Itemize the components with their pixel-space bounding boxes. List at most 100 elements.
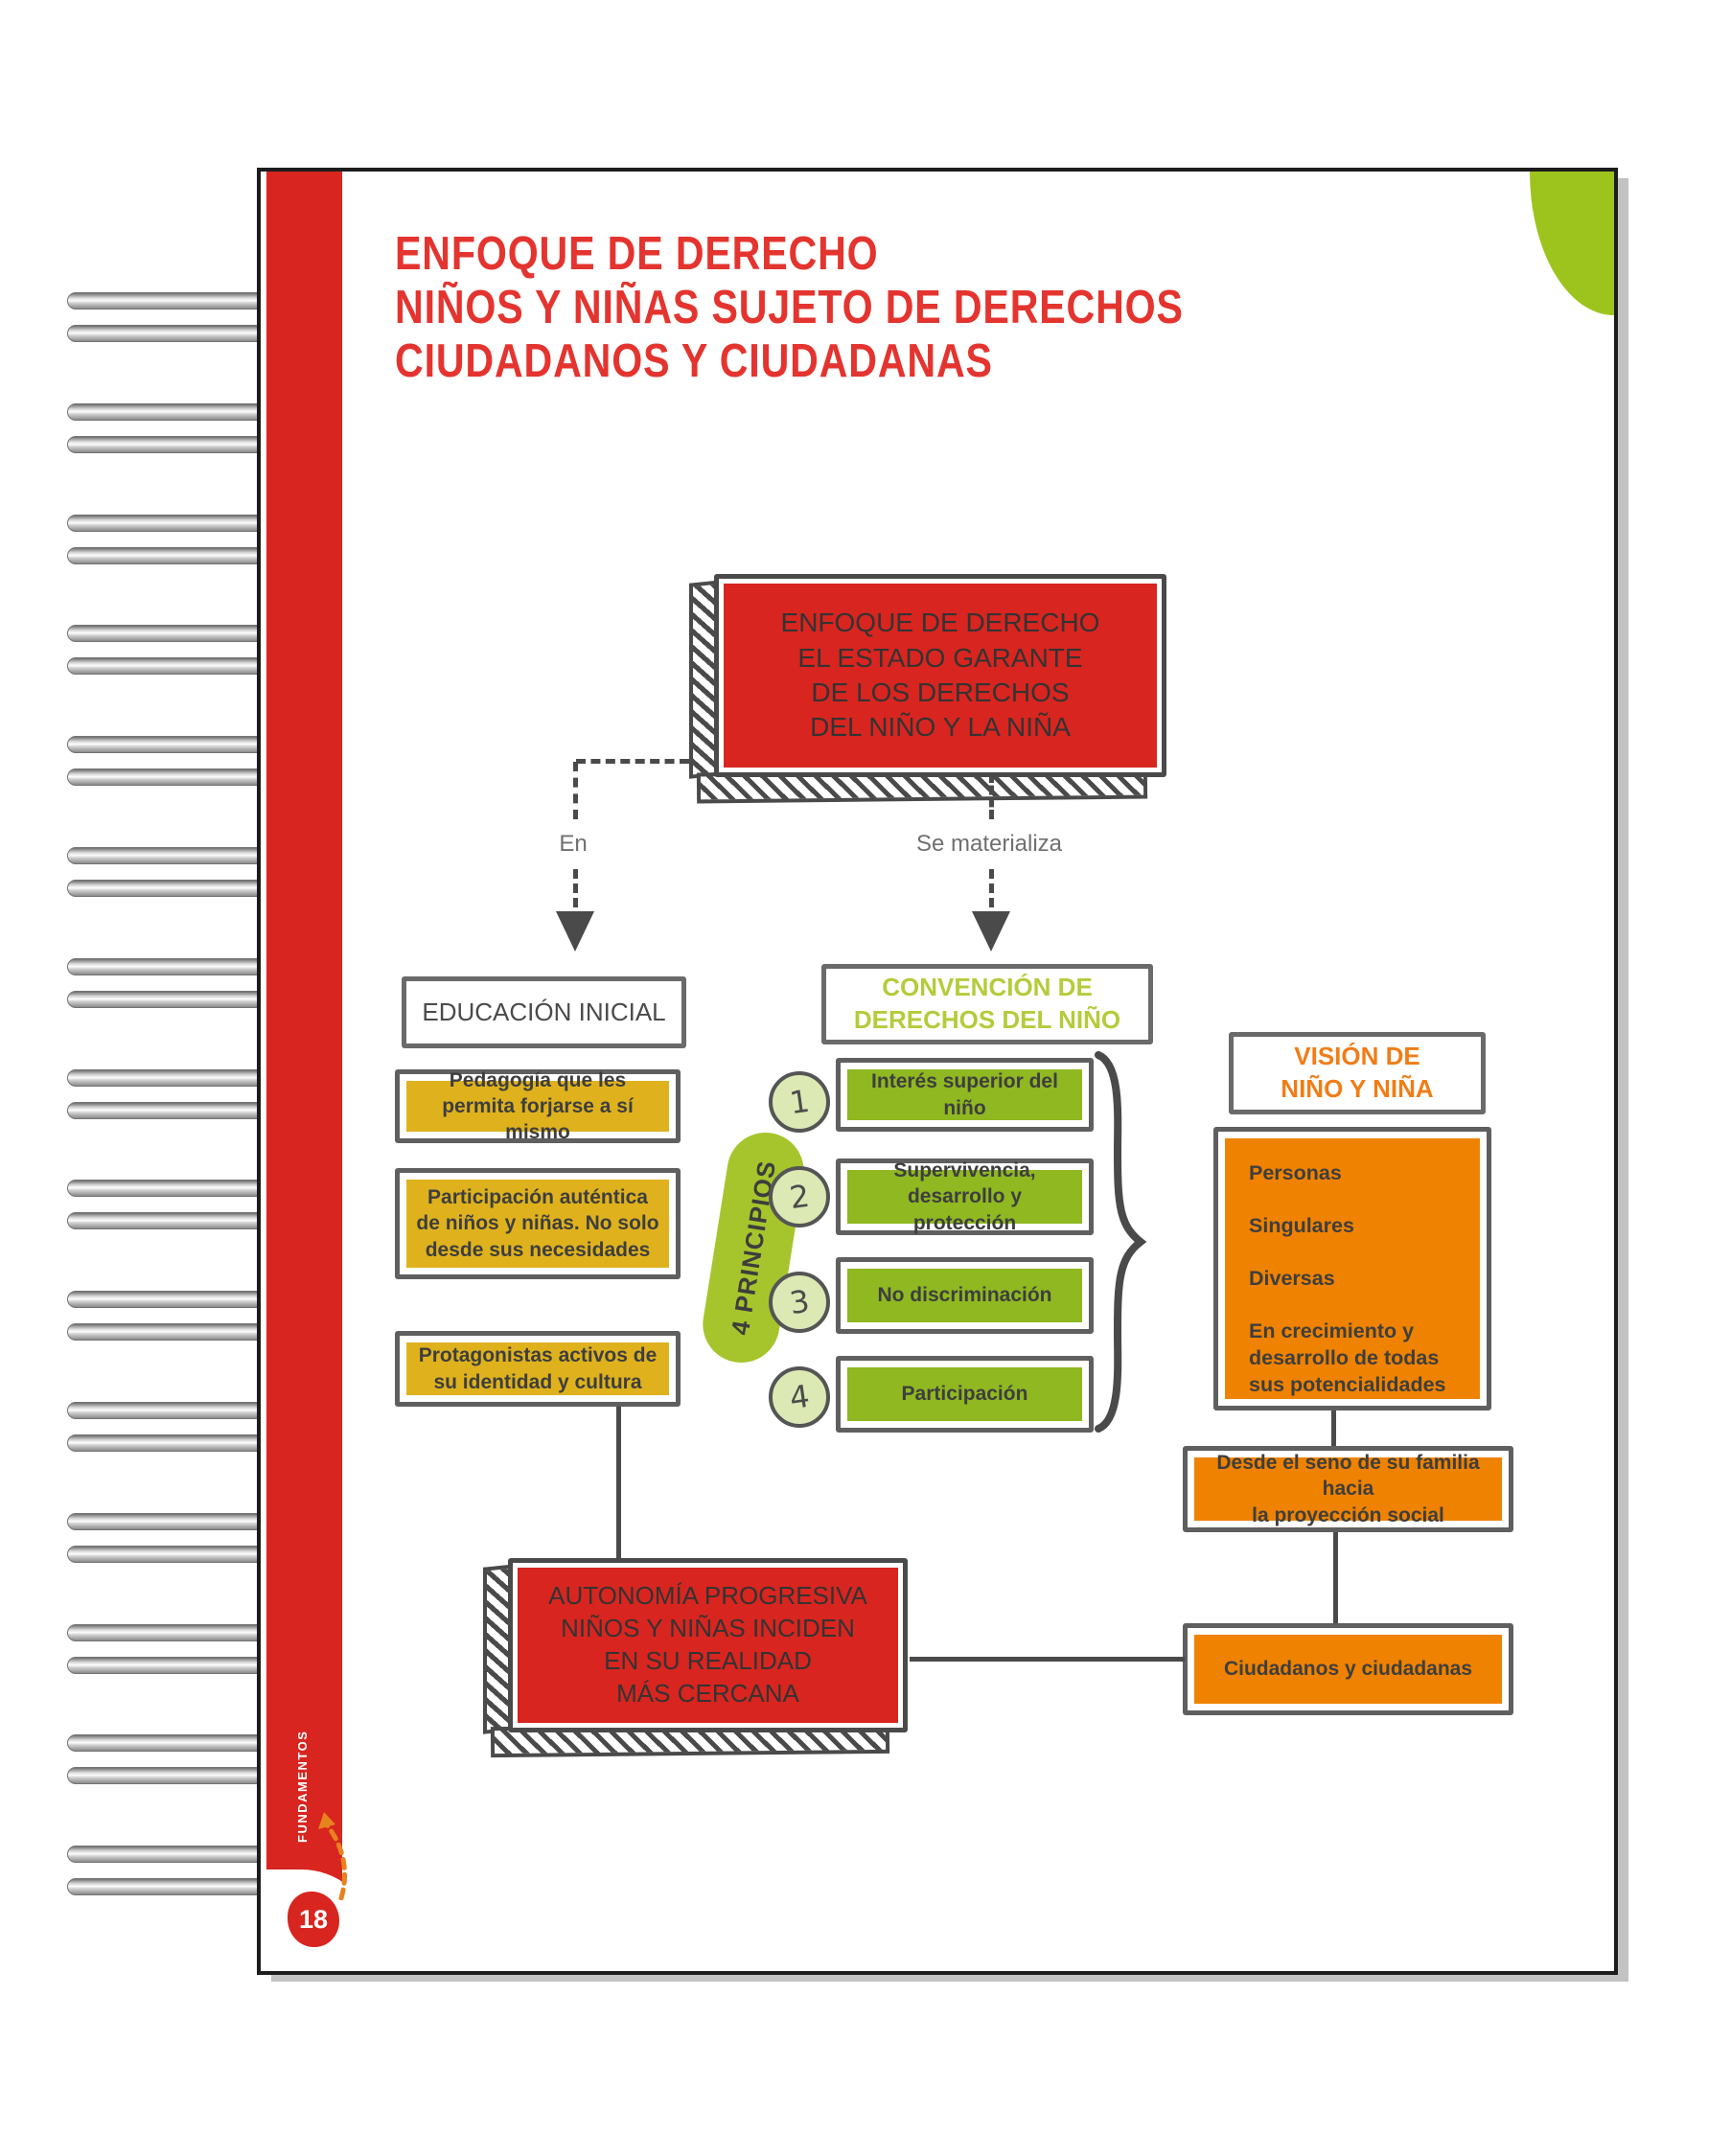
- spiral-ring: [67, 1069, 261, 1087]
- yellow-box-text: Pedagogía que les permita forjarse a sí …: [442, 1068, 634, 1144]
- familia-line: Desde el seno de su familia hacia: [1216, 1452, 1480, 1501]
- page-title-line1: ENFOQUE DE DERECHO: [395, 228, 879, 280]
- edge-label-en: En: [559, 831, 588, 857]
- convencion-title-line: CONVENCIÓN DE: [882, 973, 1093, 1002]
- spiral-ring: [67, 880, 261, 897]
- curly-brace: [1095, 1051, 1146, 1433]
- vision-title-line: VISIÓN DE: [1294, 1042, 1420, 1071]
- yellow-box-protagonistas: Protagonistas activos de su identidad y …: [395, 1331, 681, 1407]
- connector-dashed-left-lower: [573, 869, 578, 907]
- root-box-enfoque-derecho: ENFOQUE DE DERECHO EL ESTADO GARANTE DE …: [689, 574, 1168, 809]
- yellow-box-text: Participación auténtica de niños y niñas…: [416, 1186, 659, 1261]
- spiral-ring: [67, 958, 261, 975]
- principle-label: Supervivencia, desarrollo y protección: [893, 1159, 1036, 1234]
- curved-arrow-icon: [318, 1812, 348, 1900]
- spiral-ring: [67, 1734, 261, 1752]
- convencion-box: CONVENCIÓN DE DERECHOS DEL NIÑO: [821, 964, 1153, 1044]
- page-number-badge: 18: [288, 1892, 339, 1947]
- red-side-strip: [266, 172, 342, 1896]
- root-line: ENFOQUE DE DERECHO: [780, 608, 1100, 638]
- spiral-ring: [67, 768, 261, 786]
- root-line: DE LOS DERECHOS: [811, 677, 1070, 707]
- principle-box-2: Supervivencia, desarrollo y protección: [836, 1158, 1094, 1235]
- yellow-box-pedagogia: Pedagogía que les permita forjarse a sí …: [395, 1069, 681, 1143]
- spiral-ring: [67, 1513, 261, 1530]
- spiral-ring: [67, 1291, 261, 1308]
- page-title: ENFOQUE DE DERECHO NIÑOS Y NIÑAS SUJETO …: [395, 227, 1334, 388]
- principle-box-3: No discriminación: [836, 1257, 1094, 1334]
- principle-box-4: Participación: [836, 1356, 1094, 1433]
- root-line: DEL NIÑO Y LA NIÑA: [810, 712, 1071, 743]
- page-title-line2: NIÑOS Y NIÑAS SUJETO DE DERECHOS: [395, 282, 1184, 333]
- principle-label: Participación: [901, 1383, 1028, 1406]
- connector-autonomia-ciudadanos: [910, 1657, 1185, 1662]
- autonomia-line: NIÑOS Y NIÑAS INCIDEN: [561, 1614, 855, 1643]
- autonomia-line: AUTONOMÍA PROGRESIVA: [548, 1581, 867, 1611]
- connector-protagonistas-autonomia: [616, 1407, 621, 1560]
- connector-dashed-right-lower: [989, 869, 994, 907]
- principle-circle-4: 4: [769, 1366, 830, 1428]
- autonomia-box: AUTONOMÍA PROGRESIVA NIÑOS Y NIÑAS INCID…: [483, 1558, 910, 1761]
- root-box-text: ENFOQUE DE DERECHO EL ESTADO GARANTE DE …: [724, 584, 1157, 768]
- connector-familia-ciudadanos: [1333, 1532, 1338, 1623]
- spiral-ring: [67, 515, 261, 532]
- principle-circle-3: 3: [769, 1272, 830, 1333]
- connector-dashed-right-upper: [989, 773, 994, 819]
- sign-face: ENFOQUE DE DERECHO EL ESTADO GARANTE DE …: [714, 574, 1166, 777]
- principle-number: 4: [787, 1377, 812, 1417]
- spiral-ring: [67, 1323, 261, 1341]
- spiral-ring: [67, 1767, 261, 1784]
- educacion-inicial-box: EDUCACIÓN INICIAL: [402, 976, 686, 1048]
- page-sheet: ENFOQUE DE DERECHO NIÑOS Y NIÑAS SUJETO …: [257, 168, 1618, 1975]
- spiral-ring: [67, 1434, 261, 1452]
- spiral-ring: [67, 625, 261, 642]
- vision-item: En crecimiento y desarrollo de todas sus…: [1249, 1319, 1446, 1396]
- root-line: EL ESTADO GARANTE: [797, 642, 1083, 673]
- spiral-ring: [67, 847, 261, 864]
- vision-item: Diversas: [1249, 1266, 1335, 1290]
- connector-dashed-left-upper: [573, 762, 578, 819]
- principle-number: 2: [787, 1177, 812, 1217]
- spiral-ring: [67, 736, 261, 753]
- vision-box: VISIÓN DE NIÑO Y NIÑA: [1229, 1032, 1486, 1114]
- spiral-ring: [67, 657, 261, 675]
- spiral-ring: [67, 1846, 261, 1863]
- vision-title-line: NIÑO Y NIÑA: [1281, 1074, 1434, 1103]
- ciudadanos-label: Ciudadanos y ciudadanas: [1223, 1658, 1473, 1681]
- spiral-ring: [67, 436, 261, 453]
- spiral-ring: [67, 292, 261, 310]
- connector-vision-familia: [1331, 1411, 1336, 1446]
- principle-circle-2: 2: [769, 1166, 830, 1227]
- autonomia-text: AUTONOMÍA PROGRESIVA NIÑOS Y NIÑAS INCID…: [518, 1568, 898, 1723]
- principle-label: Interés superior del niño: [871, 1070, 1058, 1119]
- spiral-ring: [67, 1546, 261, 1563]
- spiral-ring: [67, 1624, 261, 1641]
- spiral-ring: [67, 547, 261, 564]
- spiral-ring: [67, 1402, 261, 1419]
- page-title-line3: CIUDADANOS Y CIUDADANAS: [395, 335, 993, 387]
- principle-number: 1: [787, 1082, 812, 1122]
- principle-box-1: Interés superior del niño: [836, 1058, 1094, 1132]
- arrow-down-right: [972, 911, 1010, 952]
- autonomia-line: MÁS CERCANA: [616, 1678, 799, 1708]
- principle-label: No discriminación: [877, 1284, 1052, 1307]
- educacion-inicial-label: EDUCACIÓN INICIAL: [422, 998, 666, 1026]
- connector-dashed-horizontal: [576, 759, 689, 764]
- spiral-ring: [67, 1102, 261, 1119]
- spiral-ring: [67, 1180, 261, 1197]
- yellow-box-participacion: Participación auténtica de niños y niñas…: [395, 1168, 681, 1279]
- orange-box-vision-items: Personas Singulares Diversas En crecimie…: [1213, 1127, 1491, 1411]
- convencion-title-line: DERECHOS DEL NIÑO: [853, 1005, 1121, 1034]
- principle-circle-1: 1: [769, 1071, 830, 1133]
- spiral-ring: [67, 1212, 261, 1229]
- edge-label-se-materializa: Se materializa: [915, 831, 1063, 857]
- familia-line: la proyección social: [1252, 1503, 1444, 1526]
- orange-box-familia: Desde el seno de su familia hacia la pro…: [1183, 1446, 1513, 1532]
- vision-item: Personas: [1249, 1161, 1342, 1184]
- spiral-ring: [67, 1878, 261, 1895]
- autonomia-line: EN SU REALIDAD: [604, 1646, 812, 1675]
- principle-number: 3: [787, 1282, 812, 1322]
- spiral-ring: [67, 1657, 261, 1674]
- arrow-down-left: [556, 911, 594, 952]
